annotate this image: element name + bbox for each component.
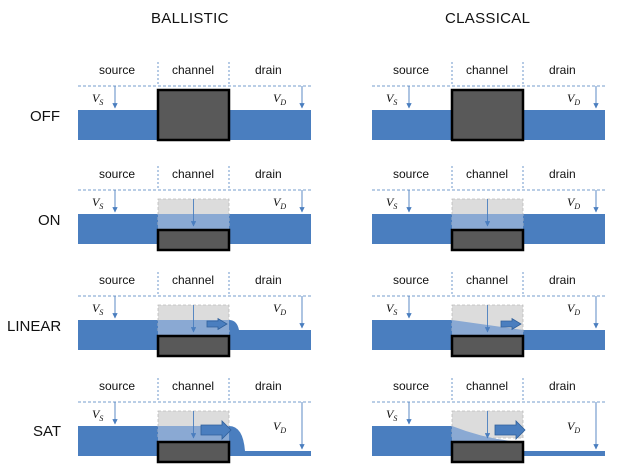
- drain-electron-sea: [523, 330, 605, 350]
- vs-label: VS: [92, 301, 103, 317]
- vd-label: VD: [567, 195, 580, 211]
- source-label: source: [393, 273, 429, 287]
- gate-barrier: [450, 440, 525, 464]
- channel-label: channel: [172, 63, 214, 77]
- source-electron-sea: [372, 214, 452, 244]
- vs-label: VS: [386, 301, 397, 317]
- vs-label: VS: [386, 407, 397, 423]
- current-arrow: [206, 317, 228, 331]
- vd-label: VD: [273, 91, 286, 107]
- drain-label: drain: [549, 273, 576, 287]
- source-electron-sea: [78, 214, 158, 244]
- source-label: source: [99, 63, 135, 77]
- row-label-off: OFF: [30, 108, 60, 125]
- drain-label: drain: [255, 273, 282, 287]
- drain-label: drain: [255, 167, 282, 181]
- vs-label: VS: [92, 195, 103, 211]
- source-electron-sea: [78, 320, 158, 350]
- drain-electron-sea: [523, 110, 605, 140]
- gate-barrier: [156, 228, 231, 252]
- vd-label: VD: [273, 195, 286, 211]
- drain-electron-sea: [229, 110, 311, 140]
- vs-label: VS: [386, 195, 397, 211]
- column-title-ballistic: BALLISTIC: [151, 10, 229, 27]
- drain-electron-sea: [229, 214, 311, 244]
- channel-label: channel: [172, 379, 214, 393]
- drain-label: drain: [549, 379, 576, 393]
- gate-barrier: [156, 88, 231, 142]
- channel-label: channel: [466, 273, 508, 287]
- vd-label: VD: [567, 419, 580, 435]
- drain-electron-sea: [523, 214, 605, 244]
- vd-label: VD: [567, 91, 580, 107]
- channel-label: channel: [172, 273, 214, 287]
- channel-electrons: [452, 426, 523, 442]
- drain-label: drain: [255, 379, 282, 393]
- source-electron-sea: [372, 426, 452, 456]
- drain-transition: [229, 320, 239, 330]
- source-electron-sea: [372, 110, 452, 140]
- vs-label: VS: [92, 407, 103, 423]
- drain-transition: [229, 426, 245, 451]
- drain-electron-sea: [229, 451, 311, 456]
- gate-barrier: [450, 228, 525, 252]
- vs-label: VS: [92, 91, 103, 107]
- source-label: source: [99, 273, 135, 287]
- gate-barrier: [156, 334, 231, 358]
- gate-barrier: [450, 88, 525, 142]
- source-label: source: [393, 63, 429, 77]
- drain-electron-sea: [523, 451, 605, 456]
- gate-barrier: [156, 440, 231, 464]
- source-electron-sea: [78, 426, 158, 456]
- current-arrow: [200, 420, 232, 440]
- row-label-linear: LINEAR: [7, 318, 62, 335]
- vd-label: VD: [273, 301, 286, 317]
- current-arrow: [494, 420, 526, 440]
- column-title-classical: CLASSICAL: [445, 10, 531, 27]
- channel-label: channel: [466, 63, 508, 77]
- source-label: source: [393, 167, 429, 181]
- gate-barrier: [450, 334, 525, 358]
- channel-label: channel: [466, 167, 508, 181]
- row-label-on: ON: [38, 212, 61, 229]
- source-label: source: [99, 379, 135, 393]
- drain-electron-sea: [229, 330, 311, 350]
- channel-label: channel: [466, 379, 508, 393]
- drain-label: drain: [255, 63, 282, 77]
- source-label: source: [393, 379, 429, 393]
- vs-label: VS: [386, 91, 397, 107]
- vd-label: VD: [273, 419, 286, 435]
- row-label-sat: SAT: [33, 423, 62, 440]
- source-label: source: [99, 167, 135, 181]
- source-electron-sea: [372, 320, 452, 350]
- source-electron-sea: [78, 110, 158, 140]
- drain-label: drain: [549, 167, 576, 181]
- vd-label: VD: [567, 301, 580, 317]
- drain-label: drain: [549, 63, 576, 77]
- current-arrow: [500, 317, 522, 331]
- channel-label: channel: [172, 167, 214, 181]
